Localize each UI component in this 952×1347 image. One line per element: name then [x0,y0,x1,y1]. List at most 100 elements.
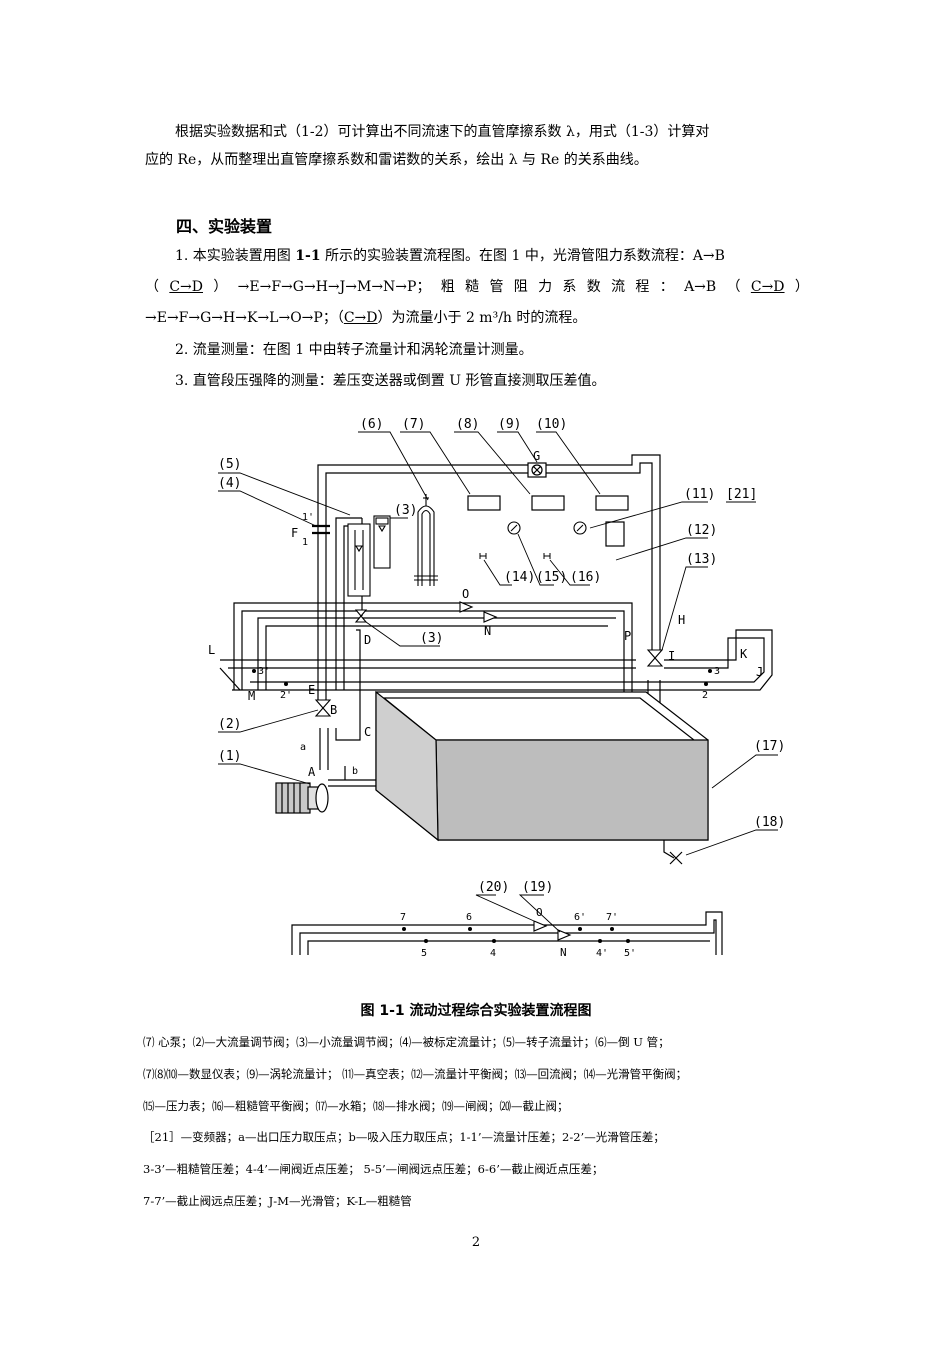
item-1-text-a: 1. 本实验装置用图 [175,248,296,264]
l2-p11: 流 [611,279,626,295]
turbine-flowmeter [527,462,547,478]
label-10: (10) [536,417,567,432]
callout-labels: (6) (7) (8) (9) (10) (5) (4) (11) [21] (… [218,417,785,895]
label-18: (18) [754,815,785,830]
label-1: (1) [218,749,241,764]
page-number: 2 [471,1235,481,1250]
gauges [507,521,587,535]
tap-2p: 2' [280,690,292,701]
label-21: [21] [726,487,757,502]
label-14: (14) [504,570,535,585]
l2-p5: 糙 [465,279,480,295]
tap-4p: 4' [596,948,608,959]
flowmeter-taps [312,524,330,535]
figure-caption: 图 1-1 流动过程综合实验装置流程图 [360,1003,592,1019]
letter-K: K [740,647,748,661]
water-tank [375,690,709,865]
item-2: 2. 流量测量：在图 1 中由转子流量计和涡轮流量计测量。 [175,342,533,358]
legend-line-1: ⑺ 心泵；⑵—大流量调节阀；⑶—小流量调节阀；⑷—被标定流量计；⑸—转子流量计；… [143,1035,670,1049]
tap-3p: 3' [258,666,270,677]
tap-5p: 5' [624,948,636,959]
letter-b: b [352,766,358,777]
label-15: (15) [536,570,567,585]
letter-D: D [364,633,371,647]
l2-p6: 管 [489,279,504,295]
legend-line-5: 3-3’—粗糙管压差；4-4’—闸阀近点压差； 5-5’—闸阀远点压差；6-6’… [143,1162,604,1176]
item-1-line-3: →E→F→G→H→K→L→O→P；（C→D）为流量小于 2 m³/h 时的流程。 [145,308,809,328]
tap-6: 6 [466,912,472,923]
letter-C: C [364,725,371,739]
label-3-top: (3) [394,503,417,518]
intro-line-1: 根据实验数据和式（1-2）可计算出不同流速下的直管摩擦系数 λ，用式（1-3）计… [175,124,710,140]
label-17: (17) [754,739,785,754]
label-12: (12) [686,523,717,538]
letter-L: L [208,643,215,657]
leader-lines [218,431,778,933]
letter-E: E [308,683,315,697]
l2-p8: 力 [538,279,553,295]
label-6: (6) [360,417,383,432]
inverted-u-tube [414,494,438,586]
letter-F: F [291,526,298,540]
tap-4: 4 [490,948,496,959]
letter-O: O [462,587,469,601]
l2-p12: 程 [635,279,650,295]
legend-line-2: ⑺⑻⑽—数显仪表；⑼—涡轮流量计； ⑾—真空表；⑿—流量计平衡阀；⒀—回流阀；⒁… [143,1067,688,1081]
tap-labels: 3' 2' 3 2 7 6 6' 7' 5 4 4' 5' O N [258,666,720,959]
l2-p2: ） [213,279,228,295]
pump-motor [275,782,329,814]
l2-p3: →E→F→G→H→J→M→N→P； [237,279,431,295]
item-1-line-2: （ C→D ） →E→F→G→H→J→M→N→P； 粗 糙 管 阻 力 系 数 … [145,277,809,297]
letter-labels: G 1' F 1 O N H P I L D K J M E B C a A b [208,449,763,779]
digital-displays [467,495,629,547]
letter-1: 1 [302,537,308,548]
legend-line-4: ［21］—变频器；a—出口压力取压点；b—吸入压力取压点；1-1’—流量计压差；… [143,1130,665,1144]
tap-points [252,669,712,943]
tap-7: 7 [400,912,406,923]
valves [314,530,664,941]
l2-p15: （ [726,279,741,295]
legend-line-6: 7-7’—截止阀远点压差；J-M—光滑管；K-L—粗糙管 [143,1194,412,1208]
rotameters [347,515,391,597]
label-3-bottom: (3) [420,631,443,646]
intro-line-2: 应的 Re，从而整理出直管摩擦系数和雷诺数的关系，绘出 λ 与 Re 的关系曲线… [145,152,648,168]
label-7: (7) [402,417,425,432]
tap-2: 2 [702,690,708,701]
label-5: (5) [218,457,241,472]
l3-u: C→D [343,310,378,326]
l3-b: ）为流量小于 2 m³/h 时的流程。 [377,310,587,326]
letter-J: J [756,665,763,679]
tap-5: 5 [421,948,427,959]
tap-O: O [536,906,543,919]
l2-p4: 粗 [440,279,455,295]
tap-3: 3 [714,666,720,677]
l2-p0: （ [145,279,159,295]
label-2: (2) [218,717,241,732]
item-3: 3. 直管段压强降的测量：差压变送器或倒置 U 形管直接测取压差值。 [175,373,606,389]
legend-line-3: ⒂—压力表；⒃—粗糙管平衡阀；⒄—水箱；⒅—排水阀；⒆—闸阀；⒇—截止阀； [143,1099,569,1113]
l3-a: →E→F→G→H→K→L→O→P；（ [145,310,344,326]
tap-6p: 6' [574,912,586,923]
letter-1p: 1' [302,512,314,523]
l2-p17: ） [794,279,809,295]
tap-7p: 7' [606,912,618,923]
letter-M: M [248,689,255,703]
label-9: (9) [498,417,521,432]
section-heading: 四、实验装置 [176,217,273,236]
label-19: (19) [522,880,553,895]
l2-p7: 阻 [513,279,528,295]
letter-B: B [330,703,337,717]
letter-a: a [300,742,306,753]
tap-N: N [560,946,567,959]
l2-p14: A→B [684,279,717,295]
label-16: (16) [570,570,601,585]
l2-p13: ： [659,279,674,295]
letter-A: A [308,765,316,779]
letter-P: P [624,629,631,643]
l2-p1: C→D [169,279,203,295]
label-13: (13) [686,552,717,567]
item-1-text-b: 所示的实验装置流程图。在图 1 中，光滑管阻力系数流程：A→B [320,248,725,264]
item-1-line-1: 1. 本实验装置用图 1-1 所示的实验装置流程图。在图 1 中，光滑管阻力系数… [145,246,809,266]
label-11: (11) [684,487,715,502]
letter-N: N [484,624,491,638]
